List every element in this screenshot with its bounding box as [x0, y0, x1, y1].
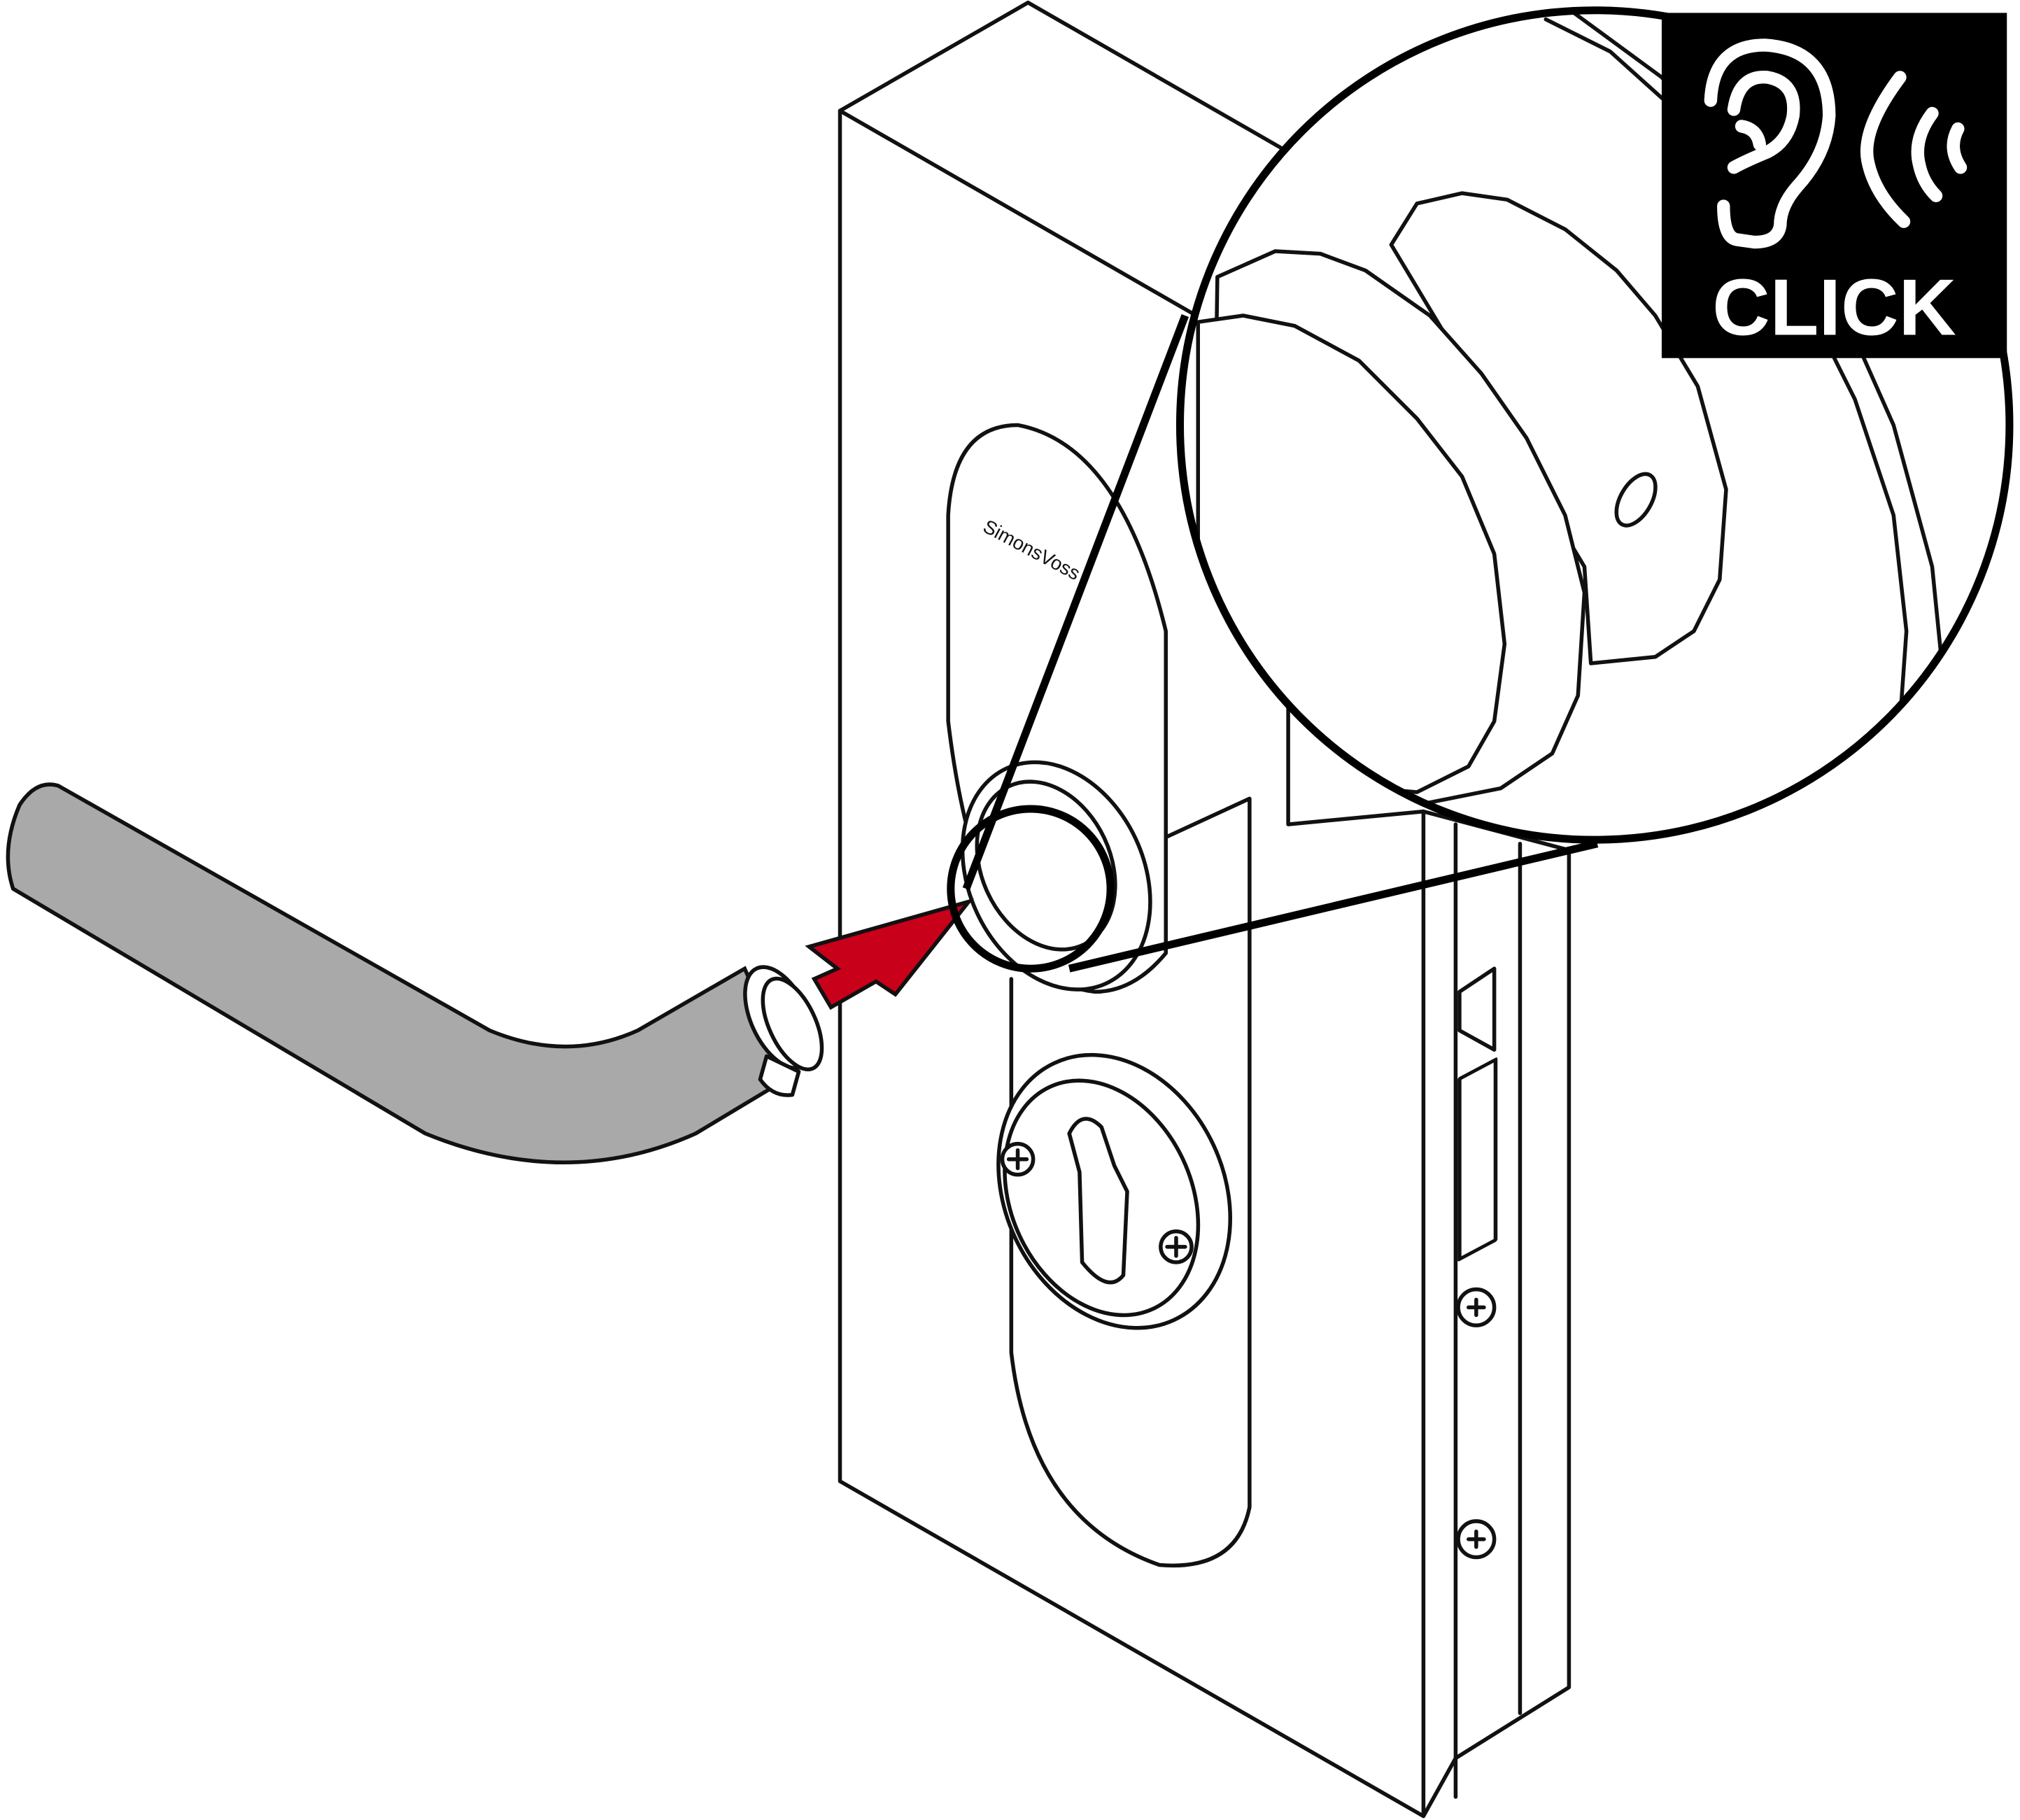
- escutcheon-plate: SimonsVoss: [946, 423, 1252, 1568]
- click-callout: CLICK: [1661, 13, 2007, 358]
- ear-icon: [1704, 38, 1836, 249]
- magnifier-connector: [947, 314, 1599, 973]
- door-handle: [6, 782, 824, 1164]
- arrow-icon: [805, 898, 975, 1010]
- click-label: CLICK: [1712, 264, 1956, 353]
- sound-waves-icon: [1860, 71, 1968, 228]
